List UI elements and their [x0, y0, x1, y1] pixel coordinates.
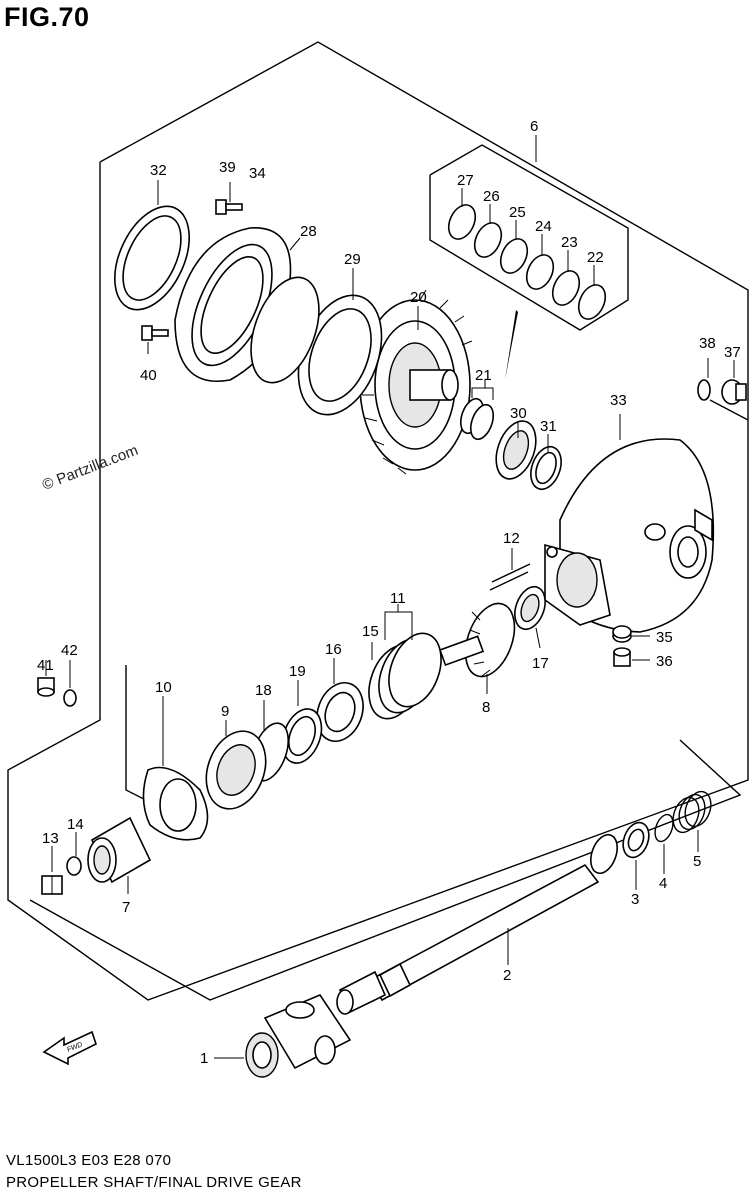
callout-34: 34 [249, 165, 266, 182]
callout-21: 21 [475, 367, 492, 384]
callout-20: 20 [410, 289, 427, 306]
callout-6: 6 [530, 118, 538, 135]
callout-7: 7 [122, 899, 130, 916]
circlip [654, 813, 674, 843]
callout-17: 17 [532, 655, 549, 672]
callout-32: 32 [150, 162, 167, 179]
callout-41: 41 [37, 657, 54, 674]
callout-25: 25 [509, 204, 526, 221]
callout-3: 3 [631, 891, 639, 908]
callout-37: 37 [724, 344, 741, 361]
callout-38: 38 [699, 335, 716, 352]
shim-ring-set [368, 632, 442, 720]
spacer-ring [250, 276, 320, 384]
callout-10: 10 [155, 679, 172, 696]
retaining-ring [530, 445, 562, 491]
gear-case-cover [544, 438, 715, 633]
figure-caption: PROPELLER SHAFT/FINAL DRIVE GEAR [6, 1174, 302, 1191]
pinion-gear [438, 602, 516, 678]
callout-31: 31 [540, 418, 557, 435]
callout-12: 12 [503, 530, 520, 547]
small-washer [63, 689, 77, 707]
bolt-cap [37, 677, 55, 697]
callout-27: 27 [457, 172, 474, 189]
callout-18: 18 [255, 682, 272, 699]
drain-plug [613, 647, 631, 667]
bolt-lower [141, 325, 169, 341]
callout-39: 39 [219, 159, 236, 176]
callout-16: 16 [325, 641, 342, 658]
nut [41, 875, 63, 895]
callout-11: 11 [390, 590, 406, 607]
propeller-shaft-assembly-frame [29, 739, 742, 1001]
ring-gear [359, 289, 473, 475]
ball-bearing [316, 682, 364, 742]
nut-small [612, 625, 632, 643]
joint-ring [622, 821, 650, 859]
callout-9: 9 [221, 703, 229, 720]
callout-35: 35 [656, 629, 673, 646]
callout-13: 13 [42, 830, 59, 847]
cover-plug-frame [709, 399, 749, 421]
gear-shim-set-frame [429, 144, 629, 331]
callout-29: 29 [344, 251, 361, 268]
callout-15: 15 [362, 623, 379, 640]
callout-19: 19 [289, 663, 306, 680]
callout-5: 5 [693, 853, 701, 870]
needle-bearing [495, 420, 537, 480]
propeller-shaft [336, 833, 618, 1015]
callout-28: 28 [300, 223, 317, 240]
spring [672, 790, 712, 834]
oil-seal [114, 205, 190, 311]
callout-8: 8 [482, 699, 490, 716]
joint-housing [87, 816, 152, 884]
universal-joint [245, 994, 352, 1078]
leader-lines [45, 135, 735, 1059]
callout-1: 1 [200, 1050, 208, 1067]
callout-36: 36 [656, 653, 673, 670]
ring-gear-bearing [297, 294, 383, 416]
final-drive-assembly-frame [7, 41, 749, 1001]
spacer [281, 708, 323, 764]
pinion-bearing [514, 585, 546, 631]
washer [66, 856, 82, 876]
callout-2: 2 [503, 967, 511, 984]
figure-title: FIG.70 [4, 2, 90, 32]
callout-24: 24 [535, 218, 552, 235]
callout-23: 23 [561, 234, 578, 251]
model-code: VL1500L3 E03 E28 070 [6, 1152, 172, 1169]
bearing-retainer [205, 730, 267, 810]
callout-42: 42 [61, 642, 78, 659]
callout-labels: 6 32 39 34 28 29 20 40 27 26 25 24 23 22… [37, 118, 741, 1067]
callout-33: 33 [610, 392, 627, 409]
callout-14: 14 [67, 816, 84, 833]
callout-40: 40 [140, 367, 157, 384]
bolt-upper [215, 199, 243, 215]
gasket [142, 766, 209, 841]
callout-30: 30 [510, 405, 527, 422]
shim-set [447, 204, 607, 320]
stud-bolt [489, 563, 531, 591]
fwd-arrow-icon: FWD [42, 1030, 97, 1066]
oil-filler-plug [721, 379, 747, 405]
gasket-washer [697, 379, 711, 401]
callout-22: 22 [587, 249, 604, 266]
callout-4: 4 [659, 875, 667, 892]
shim-pair [459, 397, 495, 441]
shim-pointer-arrow [505, 310, 518, 380]
callout-26: 26 [483, 188, 500, 205]
